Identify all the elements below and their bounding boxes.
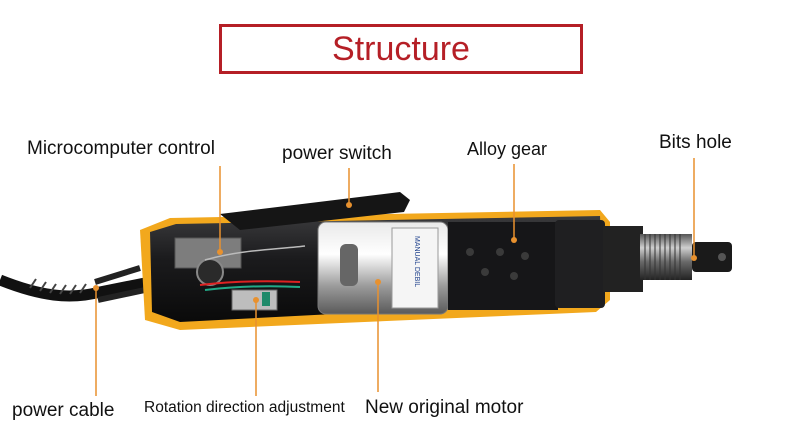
nose-base	[603, 226, 643, 292]
label-power-switch: power switch	[282, 143, 392, 164]
page-title: Structure	[219, 24, 583, 74]
label-microcomputer-control: Microcomputer control	[27, 138, 215, 159]
bits-hole-point	[718, 253, 726, 261]
wire-white	[204, 245, 306, 261]
bit-chuck	[692, 242, 732, 272]
gear-holes	[466, 248, 529, 280]
motor-label-brand: MANUAL DEBIL	[413, 236, 420, 287]
motor-label	[391, 227, 439, 309]
label-rotation-direction-adjustment: Rotation direction adjustment	[144, 399, 345, 416]
gear-section	[448, 222, 558, 310]
threaded-nose	[640, 234, 692, 280]
control-knob	[196, 258, 224, 286]
direction-switch-tab	[262, 292, 270, 306]
gear-collar	[555, 220, 605, 308]
leader-lines	[95, 158, 695, 396]
leader-dots	[93, 202, 697, 303]
label-bits-hole: Bits hole	[659, 132, 732, 153]
label-alloy-gear: Alloy gear	[467, 139, 548, 159]
label-power-cable: power cable	[12, 400, 115, 421]
label-new-original-motor: New original motor	[365, 397, 524, 418]
cable-coil	[29, 278, 87, 295]
power-cable	[0, 274, 152, 302]
cable-strain-relief	[94, 265, 146, 303]
thread-lines	[644, 234, 681, 280]
motor-vent	[340, 244, 358, 286]
switch-lever	[220, 192, 410, 230]
wire-red	[199, 280, 301, 286]
wire-green	[204, 285, 301, 291]
